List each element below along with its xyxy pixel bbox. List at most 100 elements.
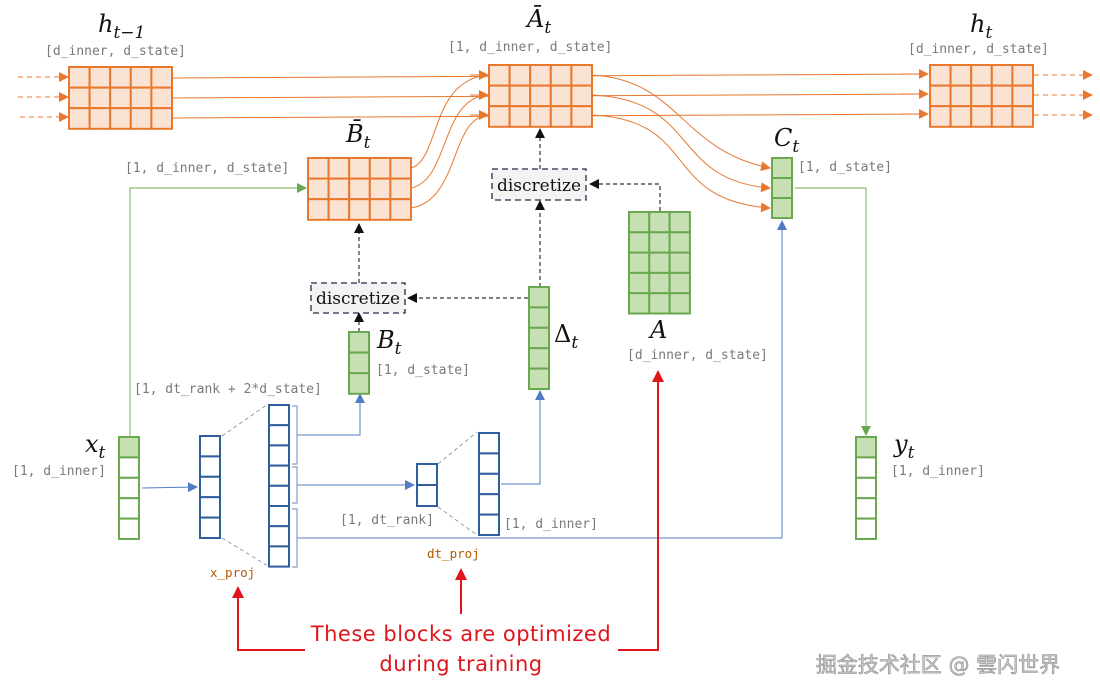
a-bar-matrix-cell [570, 84, 594, 108]
h-t-matrix-cell [1011, 84, 1035, 108]
h-prev-matrix-cell [129, 107, 153, 130]
b-bar-matrix-cell [389, 157, 412, 180]
dt-proj-output-vector-cell [478, 513, 500, 536]
delta-vector-cell [528, 347, 550, 370]
dt-proj-input-shape: [1, dt_rank] [340, 513, 434, 528]
x-proj-input-vector-cell [199, 455, 221, 478]
h-t-matrix-cell [949, 105, 973, 128]
h-prev-matrix-cell [88, 86, 112, 110]
x-proj-input-vector [199, 435, 221, 539]
h-prev-matrix-cell [109, 66, 132, 89]
delta-vector-cell [528, 367, 550, 391]
h-prev-matrix-cell [68, 86, 91, 110]
watermark: 掘金技术社区 @ 雲闪世界 [816, 653, 1060, 677]
a-matrix [628, 211, 691, 315]
x-proj-output-vector-cell [268, 505, 290, 528]
delta-vector-cell [528, 306, 550, 329]
a-matrix-cell [668, 292, 691, 315]
note-arrows [232, 370, 664, 651]
b-bar-matrix-cell [389, 198, 412, 221]
a-matrix-cell [668, 271, 691, 295]
discretize-op-top: discretize [491, 168, 587, 201]
discretize-label: discretize [316, 289, 400, 309]
a-matrix-cell [628, 231, 651, 254]
x-shape: [1, d_inner] [12, 464, 106, 479]
x-proj-input-vector-cell [199, 435, 221, 458]
delta-vector-cell [528, 326, 550, 350]
a-matrix-cell [628, 292, 651, 315]
b-vector-cell [348, 372, 370, 395]
dt-proj-output-shape: [1, d_inner] [504, 517, 598, 532]
projection-expansion-lines [221, 403, 478, 567]
h-t-shape: [d_inner, d_state] [908, 42, 1049, 57]
h-prev-matrix-cell [109, 107, 132, 130]
b-bar-matrix-cell [348, 198, 371, 221]
delta-vector [528, 286, 550, 391]
a-matrix-cell [628, 271, 651, 295]
h-prev-shape: [d_inner, d_state] [45, 44, 186, 59]
a-bar-label: Āt [525, 5, 551, 38]
h-prev-matrix-cell [88, 107, 112, 130]
c-vector [771, 157, 793, 219]
x-vector-cell [118, 497, 140, 520]
h-prev-matrix-cell [150, 107, 173, 130]
h-prev-matrix [68, 66, 173, 130]
a-bar-matrix-cell [549, 64, 573, 87]
x-proj-input-vector-cell [199, 516, 221, 539]
x-proj-output-vector [268, 404, 290, 568]
b-bar-label: B̄t [345, 120, 371, 153]
h-t-matrix-cell [990, 64, 1014, 87]
h-prev-matrix-cell [68, 66, 91, 89]
x-proj-label: x_proj [210, 565, 255, 580]
h-prev-label: ht−1 [98, 10, 145, 43]
c-label: Ct [774, 124, 799, 157]
a-matrix-cell [648, 211, 671, 234]
dt-proj-output-vector-cell [478, 432, 500, 455]
h-t-matrix-cell [990, 84, 1014, 108]
y-vector-cell [855, 517, 877, 540]
h-t-matrix-cell [970, 64, 993, 87]
x-vector-cell [118, 456, 140, 479]
h-t-matrix-cell [929, 84, 952, 108]
b-bar-matrix [307, 157, 412, 221]
a-bar-matrix-cell [488, 105, 511, 128]
y-vector [855, 436, 877, 540]
a-label: A [648, 316, 667, 344]
b-vector-cell [348, 351, 370, 375]
b-bar-matrix-cell [327, 198, 351, 221]
state-flow-lines [18, 69, 1093, 213]
h-t-label: ht [970, 10, 992, 43]
a-bar-matrix-cell [529, 84, 552, 108]
a-bar-matrix-cell [488, 84, 511, 108]
a-bar-matrix-cell [508, 105, 532, 128]
a-bar-matrix-cell [570, 105, 594, 128]
dt-proj-input-vector-cell [416, 484, 438, 507]
a-bar-matrix-cell [488, 64, 511, 87]
h-t-matrix-cell [970, 84, 993, 108]
h-t-matrix [929, 64, 1035, 128]
dt-proj-output-vector-cell [478, 452, 500, 475]
a-bar-matrix-cell [529, 105, 552, 128]
h-t-matrix-cell [929, 64, 952, 87]
b-vector-cell [348, 331, 370, 354]
a-bar-matrix [488, 64, 594, 128]
x-vector-cell [118, 517, 140, 540]
h-prev-matrix-cell [129, 66, 153, 89]
x-proj-input-vector-cell [199, 475, 221, 499]
c-vector-cell [771, 157, 793, 179]
c-vector-cell [771, 197, 793, 219]
a-matrix-cell [648, 251, 671, 274]
discretize-label: discretize [497, 176, 581, 196]
x-proj-split-braces [292, 405, 302, 568]
x-proj-input-vector-cell [199, 496, 221, 519]
c-shape: [1, d_state] [798, 160, 892, 175]
dt-proj-input-vector [416, 463, 438, 507]
b-shape: [1, d_state] [376, 363, 470, 378]
h-t-matrix-cell [949, 64, 973, 87]
x-proj-output-vector-cell [268, 525, 290, 548]
a-bar-matrix-cell [508, 64, 532, 87]
dt-proj-input-vector-cell [416, 463, 438, 486]
input-output-lines [129, 183, 871, 437]
a-matrix-cell [628, 251, 651, 274]
a-bar-matrix-cell [529, 64, 552, 87]
